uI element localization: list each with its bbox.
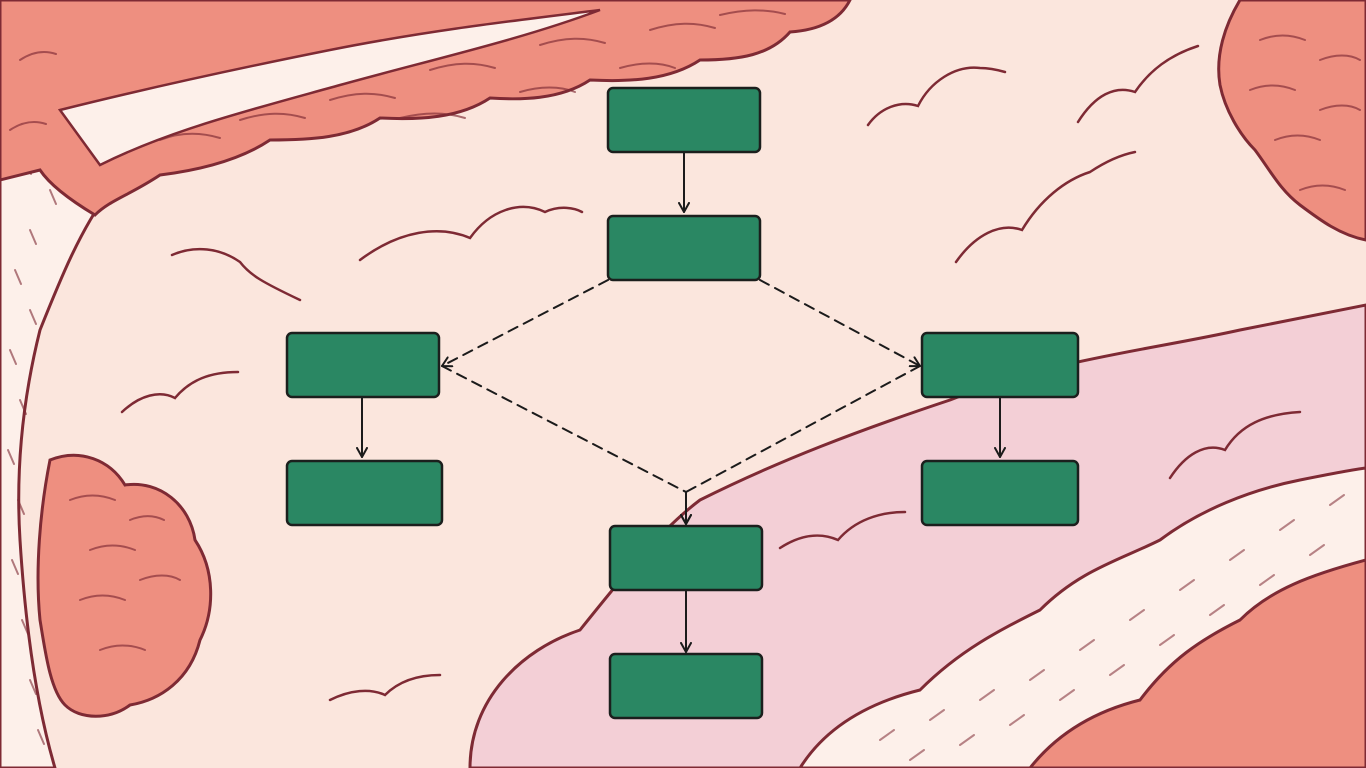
sky-strokes (120, 44, 1302, 702)
flowchart-nodes (285, 86, 1080, 720)
foliage-top-left (0, 0, 852, 217)
flowchart-node-n7 (608, 524, 764, 592)
flowchart-node-n5 (285, 459, 444, 527)
foliage-left-bush (36, 453, 213, 718)
connectors (356, 151, 1006, 653)
flowchart-node-n3 (285, 331, 441, 399)
foliage-left-bush-texture (69, 494, 181, 651)
foliage-top-right-texture (1249, 34, 1361, 191)
connector-n2-to-n3 (441, 279, 609, 368)
flowchart-node-n2 (606, 214, 762, 282)
flowchart-node-n8 (608, 652, 764, 720)
connector-n4-to-n7 (680, 365, 921, 525)
flowchart-node-n6 (920, 459, 1080, 527)
foliage-bottom-right (1028, 558, 1366, 768)
flowchart-node-n1 (606, 86, 762, 154)
foliage-top-left-texture (9, 9, 786, 141)
connector-n2-to-n4 (759, 279, 921, 368)
foliage-top-right (1217, 0, 1366, 242)
flowchart-node-n4 (920, 331, 1080, 399)
tree-branch (57, 8, 601, 167)
cloud-bank-hatching (879, 494, 1345, 761)
